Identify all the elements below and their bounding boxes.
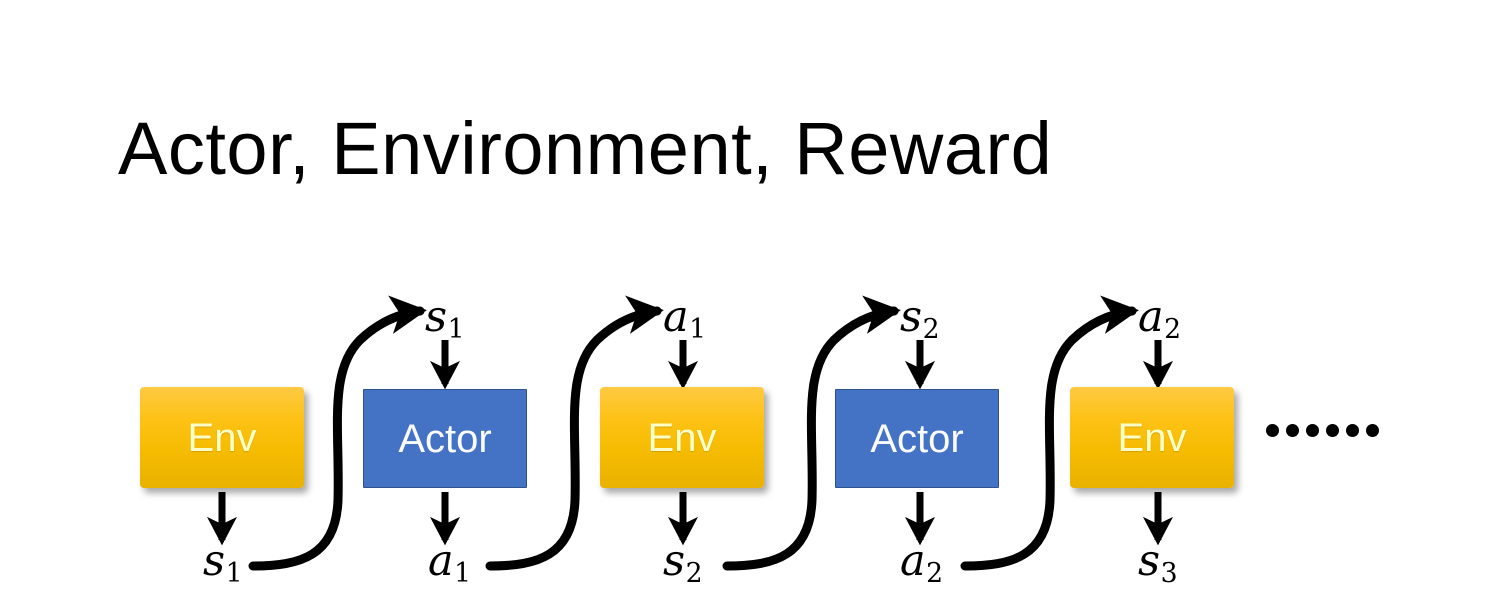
actor-block-label: Actor [870, 416, 964, 461]
ellipsis-dot [1286, 424, 1299, 437]
ellipsis-dot [1326, 424, 1339, 437]
subscript: 1 [225, 558, 243, 590]
feedback-curves [248, 295, 1139, 571]
env-block-label: Env [647, 415, 717, 460]
subscript: 3 [1160, 558, 1178, 590]
actor-block-label: Actor [398, 416, 492, 461]
symbol: s [425, 292, 448, 342]
action-label-a1-bottom: a1 [428, 540, 471, 588]
subscript: 1 [454, 558, 472, 590]
down-arrows-into-blocks [429, 340, 1174, 390]
ellipsis-dot-group-2 [1326, 424, 1379, 437]
symbol: s [1138, 536, 1161, 586]
symbol: a [663, 292, 689, 342]
ellipsis-indicator [1266, 424, 1379, 437]
ellipsis-dot-group-1 [1266, 424, 1319, 437]
action-label-a1-top: a1 [663, 296, 706, 344]
symbol: a [900, 536, 926, 586]
state-label-s1-bottom: s1 [203, 540, 243, 588]
action-label-a2-bottom: a2 [900, 540, 943, 588]
subscript: 1 [689, 314, 707, 346]
ellipsis-dot [1346, 424, 1359, 437]
subscript: 1 [447, 314, 465, 346]
subscript: 2 [926, 558, 944, 590]
subscript: 2 [1164, 314, 1182, 346]
symbol: a [428, 536, 454, 586]
subscript: 2 [922, 314, 940, 346]
subscript: 2 [685, 558, 703, 590]
symbol: a [1138, 292, 1164, 342]
env-block-label: Env [1117, 415, 1187, 460]
env-block-3[interactable]: Env [1070, 387, 1234, 488]
symbol: s [900, 292, 923, 342]
state-label-s1-top: s1 [425, 296, 465, 344]
env-block-label: Env [187, 415, 257, 460]
ellipsis-dot [1366, 424, 1379, 437]
ellipsis-dot [1266, 424, 1279, 437]
actor-block-2[interactable]: Actor [835, 389, 999, 488]
state-label-s3-bottom: s3 [1138, 540, 1178, 588]
state-label-s2-bottom: s2 [663, 540, 703, 588]
page-title: Actor, Environment, Reward [118, 107, 1053, 190]
ellipsis-dot [1306, 424, 1319, 437]
actor-block-1[interactable]: Actor [363, 389, 527, 488]
action-label-a2-top: a2 [1138, 296, 1181, 344]
symbol: s [203, 536, 226, 586]
env-block-1[interactable]: Env [140, 387, 304, 488]
state-label-s2-top: s2 [900, 296, 940, 344]
down-arrows-out-of-blocks [206, 492, 1174, 546]
symbol: s [663, 536, 686, 586]
env-block-2[interactable]: Env [600, 387, 764, 488]
